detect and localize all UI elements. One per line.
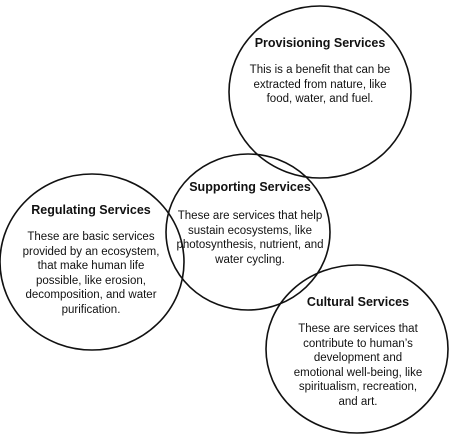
provisioning-circle — [228, 5, 412, 179]
cultural-circle — [265, 264, 449, 434]
node-title: Regulating Services — [31, 203, 151, 217]
regulating-circle — [0, 173, 185, 351]
node-cultural: Cultural Services These are services tha… — [288, 295, 428, 409]
node-description: These are services that help sustain eco… — [176, 210, 324, 266]
node-provisioning: Provisioning Services This is a benefit … — [240, 36, 400, 107]
node-description: These are services that contribute to hu… — [293, 323, 423, 408]
node-regulating: Regulating Services These are basic serv… — [18, 203, 164, 317]
node-title: Supporting Services — [189, 180, 311, 194]
node-description: This is a benefit that can be extracted … — [249, 64, 391, 105]
node-title: Provisioning Services — [254, 36, 386, 50]
node-title: Cultural Services — [306, 295, 410, 309]
node-supporting: Supporting Services These are services t… — [172, 180, 328, 267]
node-description: These are basic services provided by an … — [22, 231, 160, 316]
supporting-circle — [165, 153, 331, 311]
